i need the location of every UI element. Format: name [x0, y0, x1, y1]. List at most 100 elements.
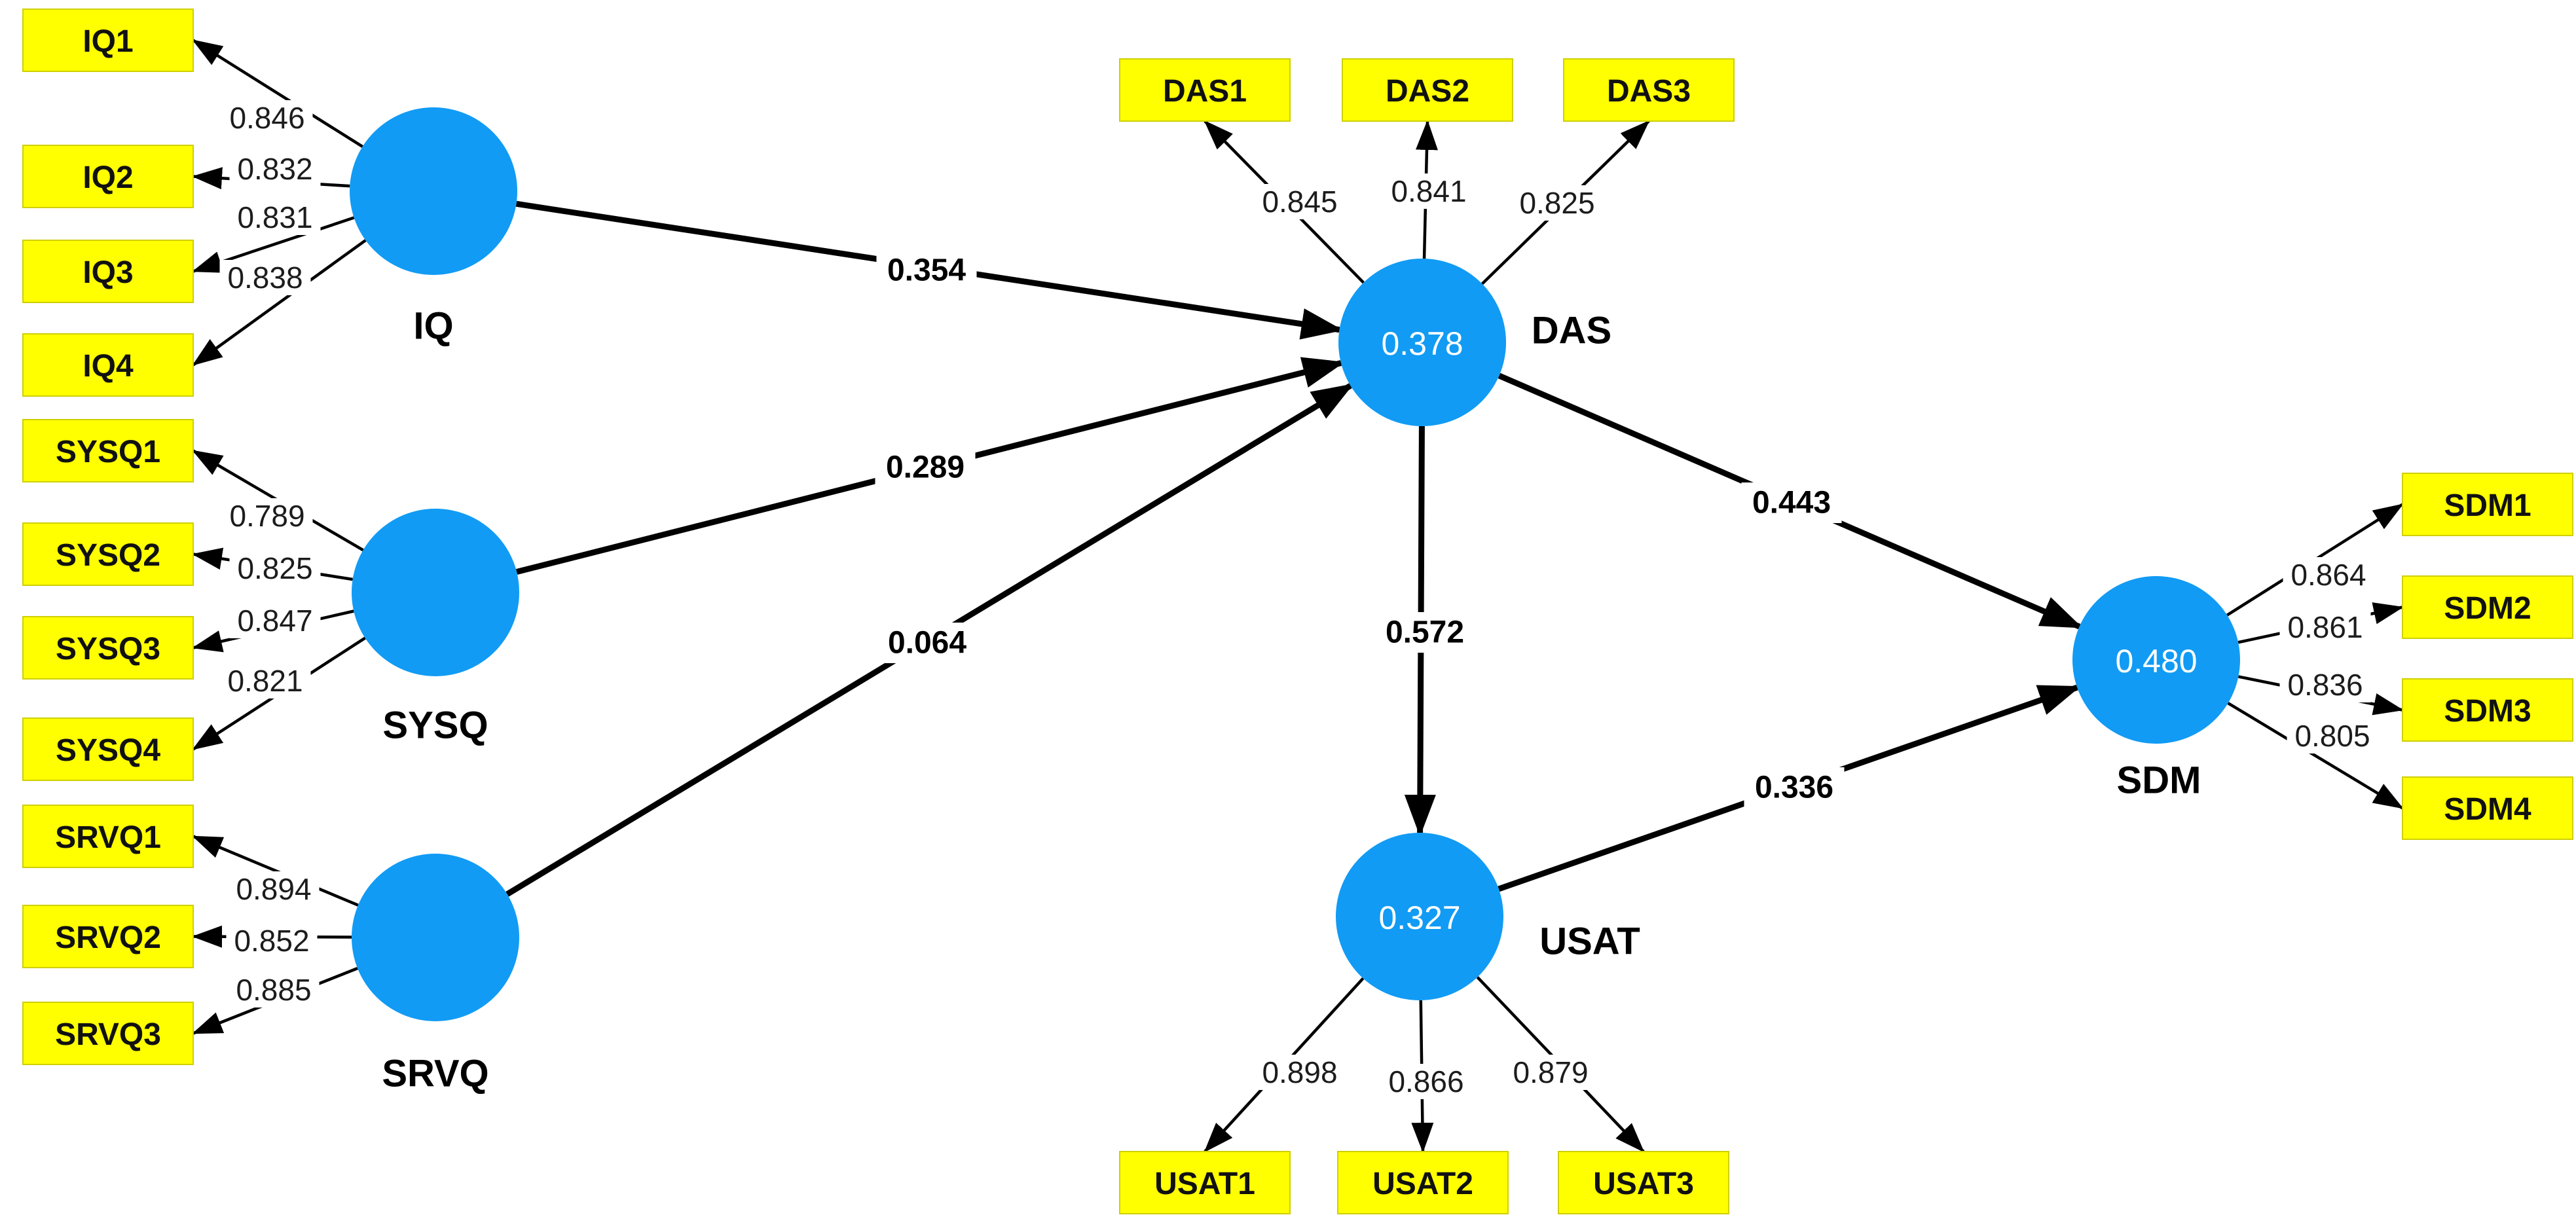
indicator-box-das2 [1342, 58, 1513, 122]
loading-value-das2: 0.841 [1391, 174, 1466, 208]
loading-value-sysq1: 0.789 [229, 499, 304, 533]
loading-value-usat2: 0.866 [1388, 1064, 1463, 1099]
latent-label-srvq: SRVQ [382, 1053, 488, 1095]
latent-node-sdm [2072, 576, 2240, 744]
loading-value-srvq3: 0.885 [236, 973, 311, 1007]
loading-value-sdm4: 0.805 [2294, 719, 2370, 753]
indicator-box-sdm2 [2402, 575, 2573, 639]
r2-value-das: 0.378 [1381, 325, 1463, 362]
indicator-label-sysq4: SYSQ4 [56, 733, 160, 768]
loading-value-sysq3: 0.847 [237, 604, 312, 638]
indicator-label-sysq3: SYSQ3 [56, 632, 160, 666]
loading-value-sdm1: 0.864 [2291, 558, 2366, 592]
indicator-box-usat2 [1337, 1151, 1509, 1214]
indicator-label-sysq1: SYSQ1 [56, 435, 160, 469]
indicator-box-iq4 [22, 333, 194, 397]
loading-value-usat3: 0.879 [1513, 1055, 1588, 1089]
r2-value-usat: 0.327 [1378, 899, 1460, 936]
indicator-box-sdm3 [2402, 678, 2573, 742]
indicator-label-iq1: IQ1 [83, 24, 133, 59]
label-background [229, 151, 321, 187]
indicator-box-das1 [1119, 58, 1291, 122]
latent-node-sysq [352, 509, 519, 676]
latent-label-usat: USAT [1539, 920, 1640, 963]
loading-value-iq4: 0.838 [227, 261, 303, 295]
indicator-label-sdm3: SDM3 [2444, 694, 2531, 729]
indicator-box-sdm1 [2402, 473, 2573, 536]
indicator-box-das3 [1563, 58, 1735, 122]
label-background [1505, 1055, 1596, 1090]
label-background [1254, 184, 1346, 219]
label-background [229, 603, 321, 638]
r2-value-sdm: 0.480 [2115, 643, 2197, 680]
indicator-box-sysq4 [22, 717, 194, 781]
indicator-label-das3: DAS3 [1607, 74, 1691, 109]
indicator-label-srvq2: SRVQ2 [55, 920, 161, 955]
label-background [1380, 1064, 1472, 1099]
indicator-box-srvq3 [22, 1002, 194, 1065]
indicator-label-usat2: USAT2 [1372, 1167, 1473, 1201]
indicator-box-usat3 [1558, 1151, 1729, 1214]
label-background [2283, 557, 2374, 592]
path-coefficient-srvq-das: 0.064 [888, 626, 966, 661]
label-background [1254, 1055, 1346, 1090]
indicator-box-iq2 [22, 145, 194, 208]
label-background [219, 260, 311, 295]
latent-node-usat [1336, 833, 1503, 1000]
indicator-label-das1: DAS1 [1163, 74, 1247, 109]
loading-value-sysq2: 0.825 [237, 551, 312, 585]
label-background [877, 623, 978, 663]
loading-value-usat1: 0.898 [1262, 1055, 1337, 1089]
loading-value-srvq2: 0.852 [234, 924, 309, 958]
path-coefficient-das-usat: 0.572 [1386, 615, 1464, 650]
path-coefficient-das-sdm: 0.443 [1752, 486, 1831, 520]
labels-layer: 0.3540.2890.0640.4430.5720.336IQ10.846IQ… [55, 24, 2531, 1201]
indicator-label-srvq1: SRVQ1 [55, 820, 161, 855]
latent-label-iq: IQ [413, 305, 453, 348]
indicator-box-sysq1 [22, 419, 194, 482]
loading-value-sdm2: 0.861 [2287, 610, 2363, 644]
indicator-arrow-sdm4 [2227, 702, 2404, 810]
indicator-box-srvq2 [22, 905, 194, 968]
label-background [1741, 482, 1842, 523]
indicator-arrow-srvq1 [192, 835, 359, 907]
indicator-label-usat1: USAT1 [1154, 1167, 1255, 1201]
label-background [2287, 718, 2378, 754]
label-background [1744, 767, 1845, 808]
label-background [228, 972, 320, 1008]
label-background [226, 923, 318, 958]
label-background [221, 100, 313, 136]
latent-node-iq [350, 107, 517, 275]
indicator-label-srvq3: SRVQ3 [55, 1017, 161, 1052]
label-background [219, 663, 311, 699]
latent-node-das [1338, 259, 1506, 426]
indicator-arrow-iq1 [192, 39, 363, 148]
label-background [229, 200, 321, 235]
indicator-label-sdm1: SDM1 [2444, 488, 2531, 523]
nodes-layer [22, 9, 2573, 1214]
label-background [1374, 612, 1475, 653]
loading-value-iq2: 0.832 [237, 152, 312, 186]
indicator-label-sysq2: SYSQ2 [56, 538, 160, 573]
indicator-label-das2: DAS2 [1386, 74, 1469, 109]
indicator-box-iq3 [22, 240, 194, 303]
latent-label-sysq: SYSQ [382, 704, 488, 747]
label-background [875, 447, 976, 488]
latent-node-srvq [352, 854, 519, 1021]
loading-value-das3: 0.825 [1519, 186, 1594, 220]
indicator-label-iq2: IQ2 [83, 160, 133, 195]
indicator-box-sysq3 [22, 616, 194, 680]
indicator-arrow-iq4 [192, 239, 367, 367]
indicator-label-iq4: IQ4 [83, 349, 134, 384]
latent-label-sdm: SDM [2117, 759, 2201, 802]
label-background [2279, 609, 2371, 645]
path-coefficient-usat-sdm: 0.336 [1755, 771, 1833, 805]
latent-label-das: DAS [1532, 310, 1611, 352]
path-coefficient-iq-das: 0.354 [887, 253, 966, 288]
loading-value-sysq4: 0.821 [227, 664, 303, 698]
label-background [2279, 667, 2371, 702]
label-background [228, 871, 320, 907]
label-background [1383, 173, 1475, 209]
loading-value-sdm3: 0.836 [2287, 668, 2363, 702]
